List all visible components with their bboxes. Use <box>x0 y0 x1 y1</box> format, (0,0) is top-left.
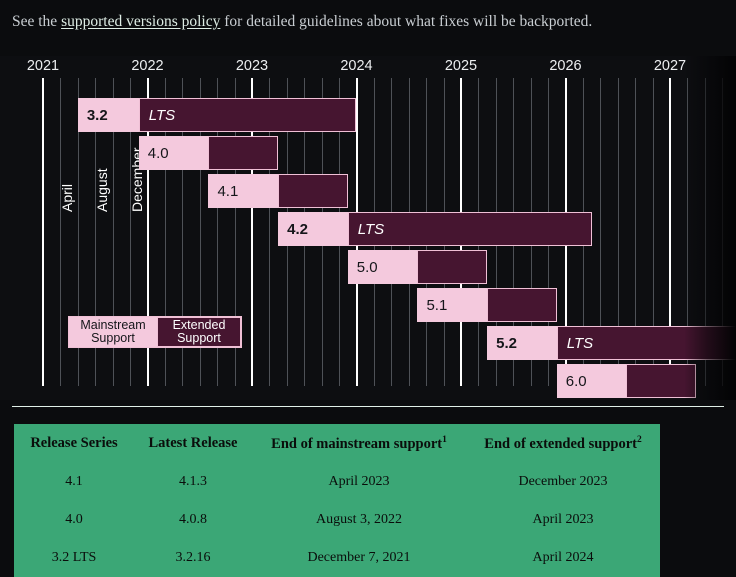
bar-mainstream-segment-4.0: 4.0 <box>138 136 209 170</box>
footnote-marker-1: 1 <box>442 435 447 445</box>
gridline-minor <box>652 78 654 386</box>
x-axis-month-label-august: August <box>93 168 110 212</box>
bar-mainstream-segment-3.2: 3.2 <box>77 98 139 132</box>
bar-mainstream-segment-4.1: 4.1 <box>208 174 279 208</box>
table-header-latest-release: Latest Release <box>134 424 252 463</box>
gridline-minor <box>217 78 219 386</box>
supported-versions-table-wrapper: Release Series Latest Release End of mai… <box>14 424 660 577</box>
bar-extended-segment-4.1 <box>278 174 348 208</box>
table-row: 4.0 4.0.8 August 3, 2022 April 2023 <box>14 501 660 539</box>
bar-extended-segment-5.2: LTS <box>556 326 736 360</box>
table-cell-release-series: 3.2 LTS <box>51 549 97 565</box>
table-cell-release-series: 4.1 <box>65 473 83 489</box>
table-cell-release-series: 4.0 <box>65 511 83 527</box>
intro-text-after: for detailed guidelines about what fixes… <box>220 13 593 30</box>
table-cell-end-extended: April 2024 <box>532 549 594 565</box>
gridline-minor <box>130 78 132 386</box>
gridline-minor <box>182 78 184 386</box>
table-row: 3.2 LTS 3.2.16 December 7, 2021 April 2024 <box>14 539 660 577</box>
gridline-year-2022 <box>146 78 149 386</box>
x-axis-year-label-2027: 2027 <box>653 58 687 74</box>
table-cell-latest-release: 3.2.16 <box>175 549 211 565</box>
timeline-bar-5.1[interactable]: 5.1 <box>417 288 557 322</box>
gridline-minor <box>164 78 166 386</box>
table-header-release-series-text: Release Series <box>30 435 118 452</box>
timeline-bar-4.0[interactable]: 4.0 <box>138 136 279 170</box>
bar-extended-segment-6.0 <box>626 364 697 398</box>
bar-mainstream-segment-5.2: 5.2 <box>487 326 557 360</box>
footnote-marker-2: 2 <box>636 435 642 445</box>
gridline-minor <box>60 78 62 386</box>
gridline-year-2021 <box>42 78 44 386</box>
supported-versions-policy-link[interactable]: supported versions policy <box>61 13 221 30</box>
legend-mainstream-line1: Mainstream <box>80 317 146 332</box>
bar-extended-segment-4.2: LTS <box>347 212 592 246</box>
bar-mainstream-segment-5.1: 5.1 <box>417 288 488 322</box>
x-axis-year-label-2021: 2021 <box>26 58 60 74</box>
intro-text-before: See the <box>12 13 62 30</box>
legend-extended-line2: Support <box>177 331 221 345</box>
bar-extended-segment-5.1 <box>487 288 557 322</box>
table-header-end-mainstream-text: End of mainstream support <box>271 435 443 452</box>
bar-mainstream-segment-4.2: 4.2 <box>278 212 348 246</box>
gridline-minor <box>617 78 619 386</box>
bar-mainstream-segment-6.0: 6.0 <box>556 364 627 398</box>
table-cell-end-mainstream: April 2023 <box>328 473 390 489</box>
table-header-row: Release Series Latest Release End of mai… <box>14 424 660 463</box>
gridline-year-2027 <box>669 78 671 386</box>
table-header-end-mainstream: End of mainstream support1 <box>252 424 466 463</box>
gridline-minor <box>199 78 201 386</box>
supported-versions-table: Release Series Latest Release End of mai… <box>14 424 660 577</box>
table-header-release-series: Release Series <box>14 424 134 463</box>
table-header-end-extended: End of extended support2 <box>466 424 660 463</box>
timeline-bar-4.1[interactable]: 4.1 <box>208 174 348 208</box>
legend-mainstream-line2: Support <box>91 331 135 345</box>
gridline-year-2023 <box>251 78 253 386</box>
gridline-minor <box>112 78 114 386</box>
section-divider <box>12 406 724 407</box>
x-axis-year-label-2023: 2023 <box>235 58 269 74</box>
table-header-latest-release-text: Latest Release <box>148 435 238 452</box>
bar-mainstream-segment-5.0: 5.0 <box>347 250 418 284</box>
table-cell-end-mainstream: December 7, 2021 <box>307 549 411 565</box>
table-cell-end-extended: December 2023 <box>518 473 608 489</box>
table-cell-latest-release: 4.0.8 <box>179 511 207 527</box>
table-row: 4.1 4.1.3 April 2023 December 2023 <box>14 463 660 501</box>
x-axis-year-label-2022: 2022 <box>131 58 164 74</box>
x-axis-month-label-april: April <box>59 183 76 212</box>
timeline-bar-6.0[interactable]: 6.0 <box>556 364 697 398</box>
table-cell-latest-release: 4.1.3 <box>179 473 207 489</box>
x-axis-year-label-2025: 2025 <box>444 58 478 74</box>
table-head: Release Series Latest Release End of mai… <box>14 424 660 463</box>
bar-extended-segment-3.2: LTS <box>138 98 357 132</box>
x-axis-year-label-2026: 2026 <box>549 58 582 74</box>
gridline-minor <box>635 78 637 386</box>
table-cell-end-extended: April 2023 <box>532 511 594 527</box>
legend-extended-line1: Extended <box>172 317 226 332</box>
timeline-bar-5.0[interactable]: 5.0 <box>347 250 488 284</box>
table-header-end-extended-text: End of extended support <box>484 435 637 452</box>
bar-extended-segment-4.0 <box>208 136 279 170</box>
gridline-minor <box>95 78 97 386</box>
bar-extended-segment-5.0 <box>417 250 488 284</box>
x-axis-year-label-2024: 2024 <box>340 58 373 74</box>
gridline-minor <box>77 78 79 386</box>
gridline-minor <box>234 78 236 386</box>
gridline-minor <box>269 78 271 386</box>
gridline-minor <box>600 78 602 386</box>
intro-paragraph: See the supported versions policy for de… <box>12 12 724 32</box>
table-cell-end-mainstream: August 3, 2022 <box>316 511 402 527</box>
